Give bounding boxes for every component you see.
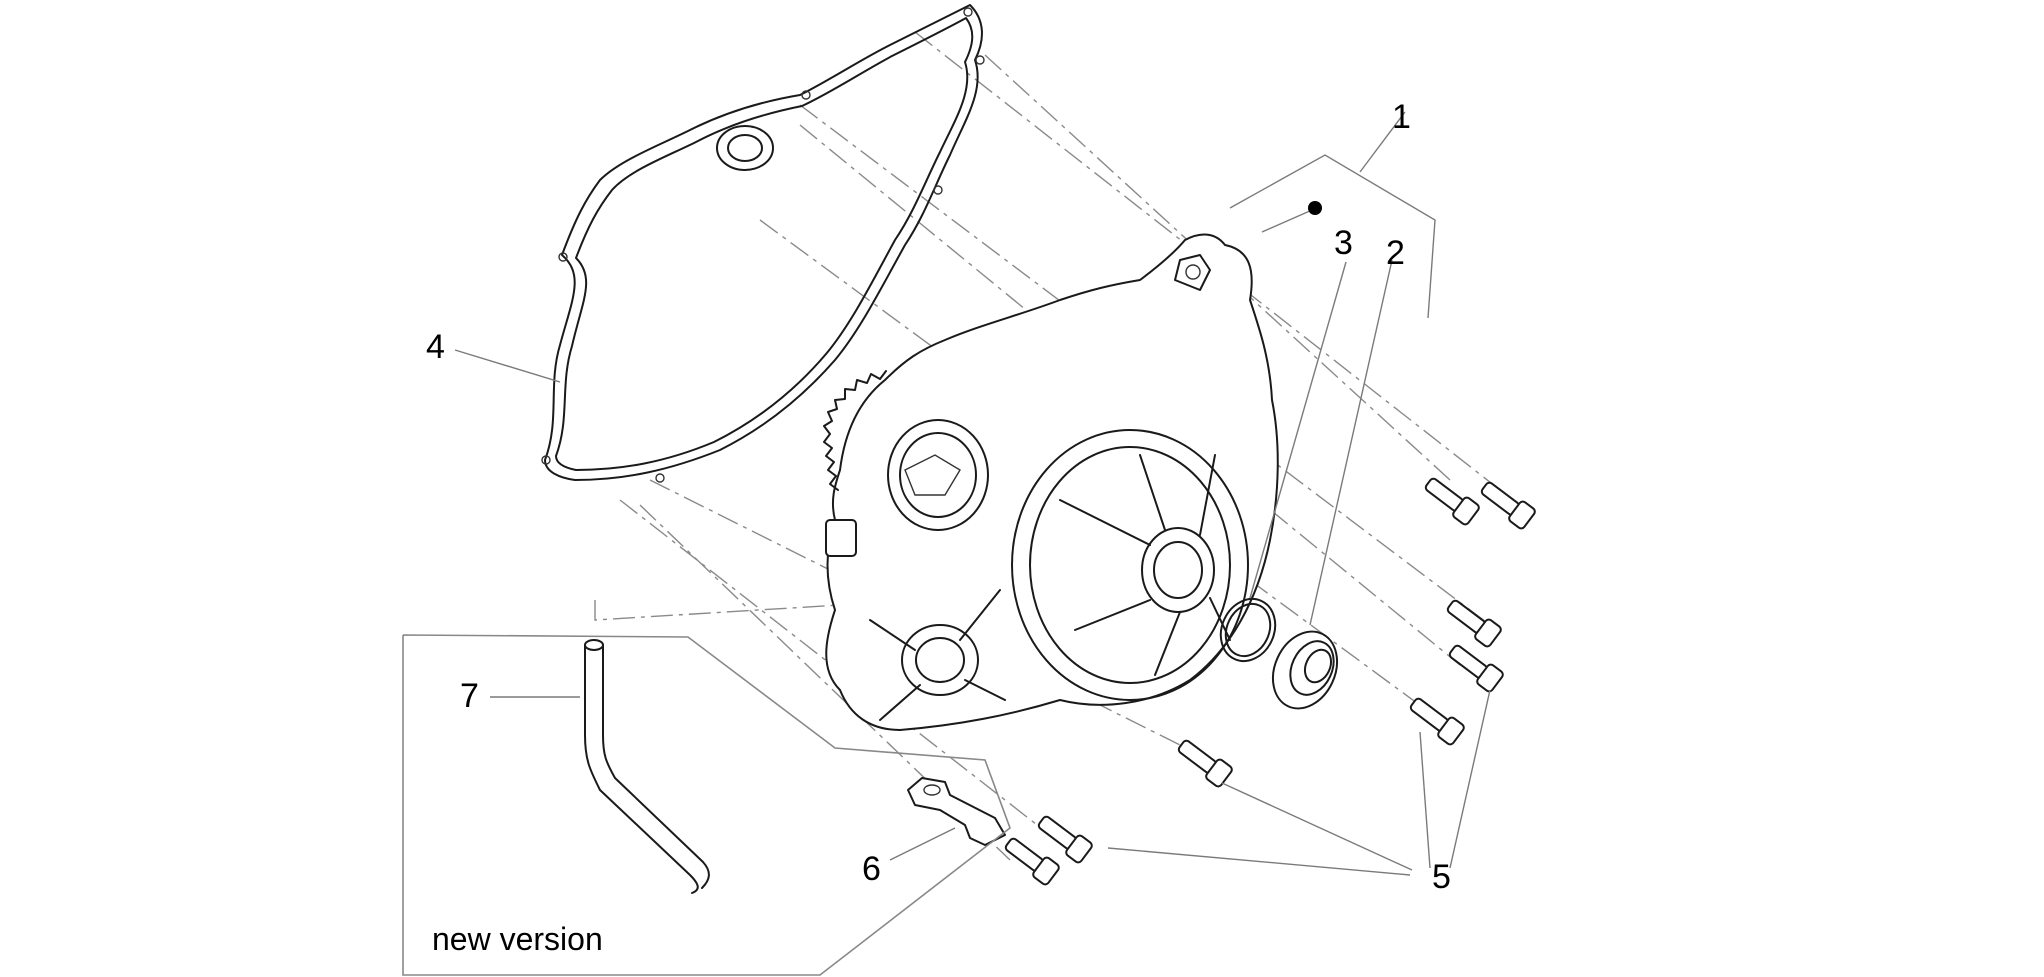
callout-3: 3: [1334, 224, 1353, 262]
new-version-label: new version: [432, 921, 603, 957]
callout-1: 1: [1392, 98, 1411, 136]
screw: [1448, 644, 1504, 693]
screw: [1037, 815, 1093, 864]
callout-7: 7: [460, 677, 479, 715]
screw: [1480, 481, 1536, 530]
screw: [1446, 599, 1502, 648]
engine-cover: [823, 233, 1279, 731]
screw: [1004, 837, 1060, 886]
o-ring: [1219, 597, 1277, 663]
screw: [1409, 697, 1465, 746]
new-version-frame: [402, 634, 1011, 976]
leader-lines: [454, 111, 1491, 876]
gasket: [541, 4, 985, 483]
callout-2: 2: [1386, 234, 1405, 272]
callout-6: 6: [862, 850, 881, 888]
screw: [1424, 477, 1480, 526]
oil-seal: [1271, 630, 1339, 710]
hose: [584, 639, 710, 894]
callout-4: 4: [426, 328, 445, 366]
callout-5: 5: [1432, 858, 1451, 896]
bullet-dot: [1308, 201, 1322, 215]
screws: [1004, 477, 1536, 886]
screw: [1177, 739, 1233, 788]
